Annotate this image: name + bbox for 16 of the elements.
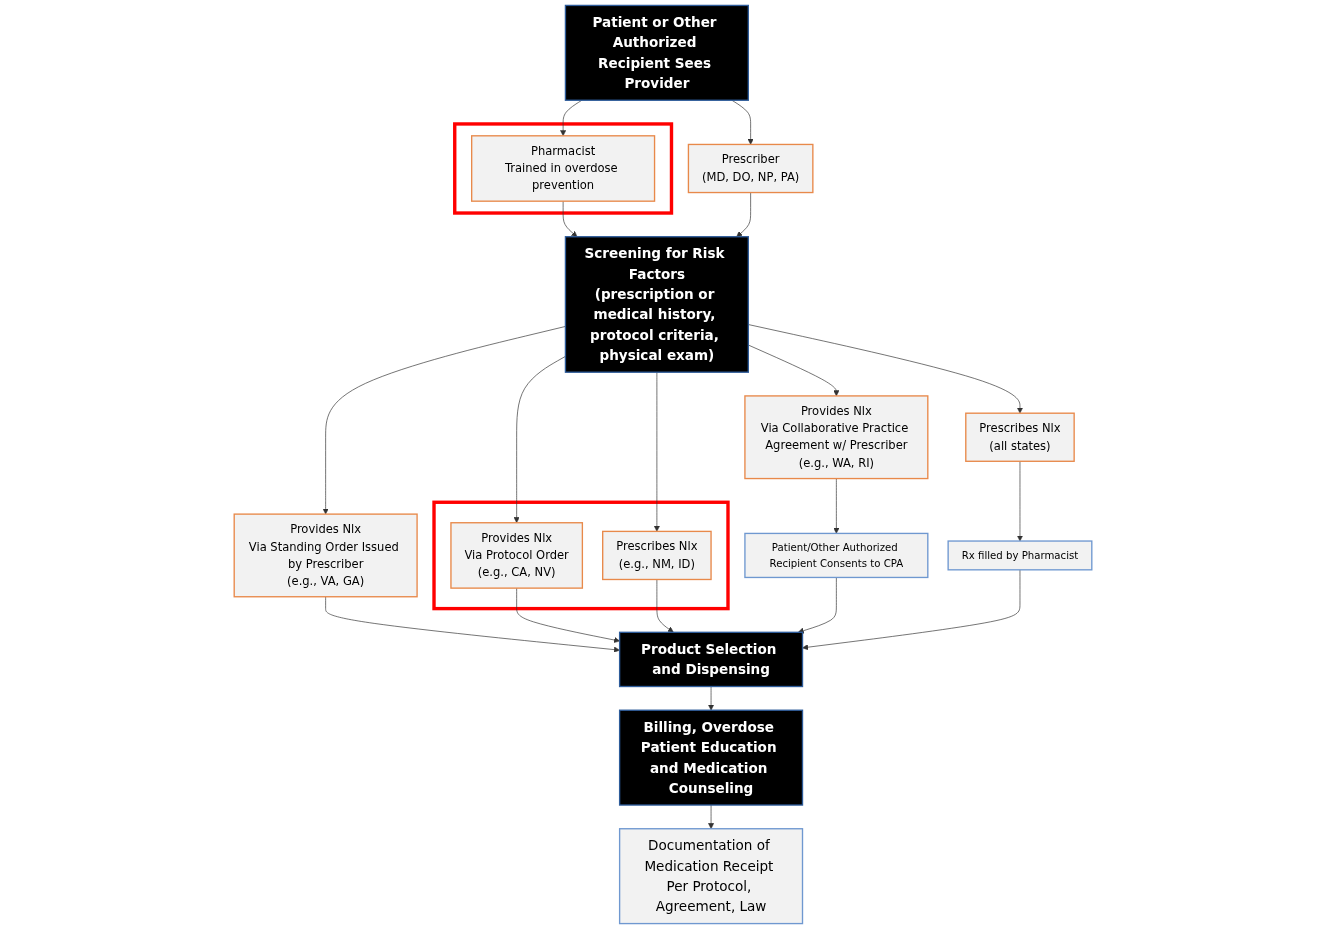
- node-box: Rx filled by Pharmacist: [947, 540, 1093, 571]
- node-box: Provides Nlx Via Protocol Order (e.g., CA, NV): [450, 522, 584, 589]
- node-box: Screening for Risk Factors (prescription or medical history, protocol criteria, physical exam): [564, 236, 749, 373]
- node-box: Provides Nlx Via Standing Order Issued by Prescriber (e.g., VA, GA): [233, 513, 418, 598]
- node-box: Prescriber (MD, DO, NP, PA): [687, 143, 814, 194]
- node-box: Documentation of Medication Receipt Per Protocol, Agreement, Law: [618, 828, 804, 925]
- node-box: Product Selection and Dispensing: [618, 631, 804, 688]
- node-box: Billing, Overdose Patient Education and Medication Counseling: [618, 709, 804, 806]
- node-box: Prescribes Nlx (e.g., NM, ID): [602, 530, 712, 581]
- node-box: Pharmacist Trained in overdose prevention: [471, 135, 656, 202]
- node-box: Provides Nlx Via Collaborative Practice Agreement w/ Prescriber (e.g., WA, RI): [744, 395, 929, 480]
- node-box: Patient or Other Authorized Recipient Sees Provider: [564, 4, 749, 101]
- node-box: Prescribes Nlx (all states): [965, 412, 1075, 462]
- node-box: Patient/Other Authorized Recipient Consents to CPA: [744, 532, 929, 579]
- cluster: [453, 122, 674, 215]
- cluster: [432, 500, 730, 611]
